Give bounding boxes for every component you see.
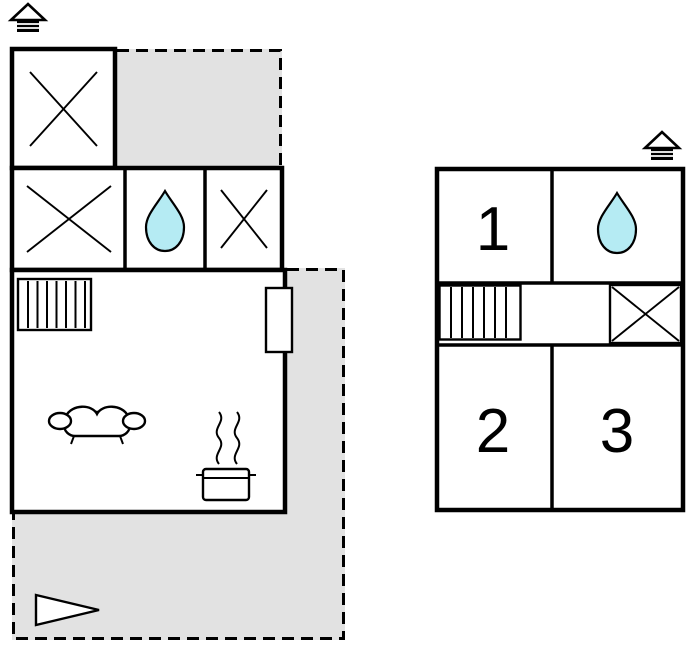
x-line [29, 71, 98, 147]
room-label-1: 1 [476, 195, 510, 264]
sofa-leg [70, 435, 75, 445]
x-line [611, 286, 680, 342]
window-x-icon [220, 189, 268, 249]
sofa-armrest [121, 411, 147, 431]
sofa-cushions [64, 405, 130, 417]
room-label-3: 3 [600, 397, 634, 466]
house-roof [7, 2, 49, 22]
water-drop-icon [596, 190, 638, 255]
house-body [17, 20, 39, 32]
cooking-pot-steam-icon [196, 411, 256, 502]
x-line [220, 189, 268, 249]
stairs-icon [16, 277, 93, 332]
window-x-icon [26, 185, 112, 253]
terrace-upper [115, 49, 282, 168]
house-icon [641, 130, 683, 160]
ground-floor [7, 2, 345, 640]
house-icon [7, 2, 49, 32]
window-x-icon [29, 71, 98, 147]
room-label-2: 2 [476, 397, 510, 466]
pennant-icon [34, 593, 100, 627]
sofa-icon [47, 405, 147, 445]
stairs-icon [438, 284, 522, 341]
x-line [26, 185, 112, 253]
water-drop-icon [144, 188, 186, 253]
house-body [651, 148, 673, 160]
sofa-armrest [47, 411, 73, 431]
terrace-lower [12, 268, 345, 640]
house-roof [641, 130, 683, 150]
sofa-leg [119, 435, 124, 445]
terrace-lower-dashed-border [12, 268, 345, 640]
door-icon [264, 286, 294, 354]
terrace-upper-dashed-border [117, 49, 282, 168]
stairs-outline [16, 277, 93, 332]
upper-floor: 1 2 3 [434, 130, 686, 513]
steam-line [233, 411, 241, 465]
steam-line [215, 411, 223, 465]
window-x-icon [608, 283, 683, 345]
pot-body [201, 467, 251, 502]
